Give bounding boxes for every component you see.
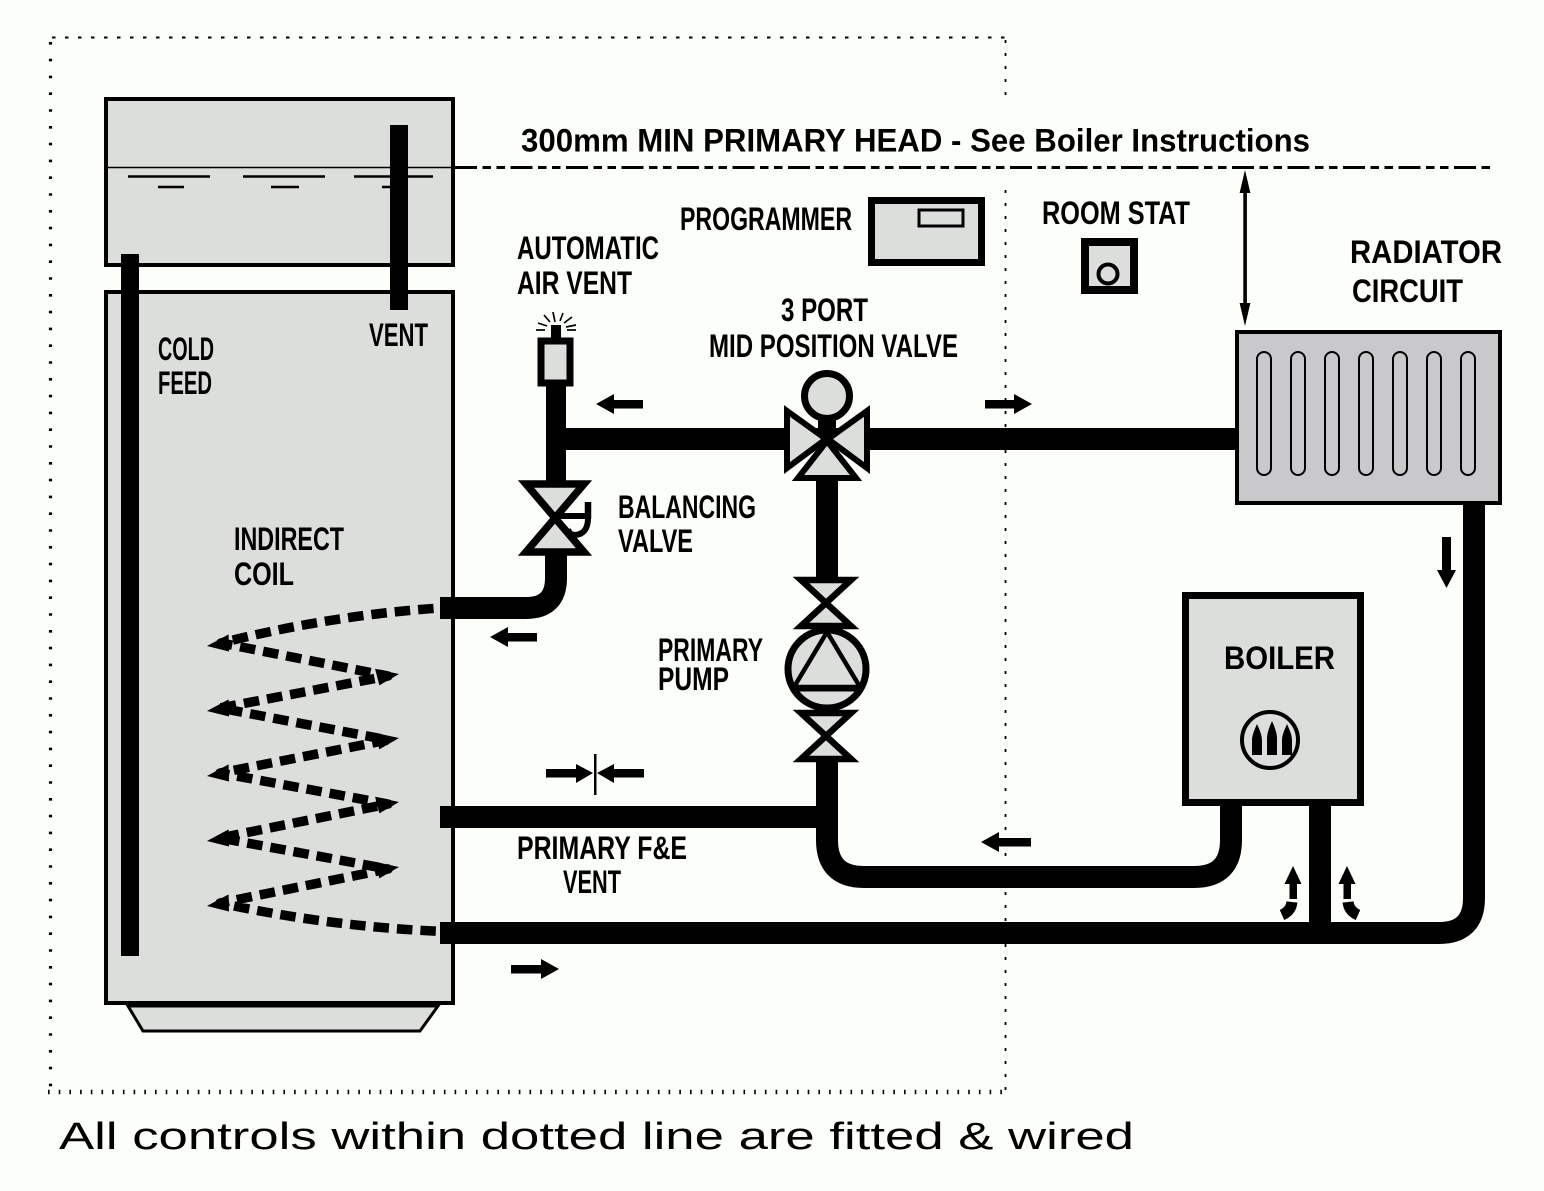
svg-text:BALANCING: BALANCING <box>618 489 756 525</box>
svg-text:VENT: VENT <box>369 317 428 353</box>
svg-text:COLD: COLD <box>158 331 214 367</box>
svg-text:PUMP: PUMP <box>658 661 729 697</box>
svg-text:3 PORT: 3 PORT <box>781 292 868 328</box>
svg-text:PROGRAMMER: PROGRAMMER <box>680 201 852 237</box>
svg-text:ROOM STAT: ROOM STAT <box>1042 195 1190 231</box>
svg-text:RADIATOR: RADIATOR <box>1350 234 1502 270</box>
svg-text:300mm MIN PRIMARY HEAD - See B: 300mm MIN PRIMARY HEAD - See Boiler Inst… <box>521 123 1310 159</box>
svg-text:CIRCUIT: CIRCUIT <box>1352 273 1463 309</box>
svg-text:PRIMARY F&E: PRIMARY F&E <box>517 830 687 866</box>
svg-text:FEED: FEED <box>158 365 212 401</box>
svg-text:INDIRECT: INDIRECT <box>234 521 344 557</box>
svg-text:BOILER: BOILER <box>1224 640 1335 676</box>
svg-text:AIR VENT: AIR VENT <box>517 265 632 301</box>
svg-text:MID POSITION VALVE: MID POSITION VALVE <box>709 328 958 364</box>
svg-text:PRIMARY: PRIMARY <box>658 632 763 668</box>
svg-text:VENT: VENT <box>563 864 621 900</box>
svg-text:COIL: COIL <box>234 556 294 592</box>
svg-text:AUTOMATIC: AUTOMATIC <box>517 230 659 266</box>
svg-text:All controls within dotted lin: All controls within dotted line are fitt… <box>59 1116 1134 1158</box>
svg-text:VALVE: VALVE <box>618 523 693 559</box>
